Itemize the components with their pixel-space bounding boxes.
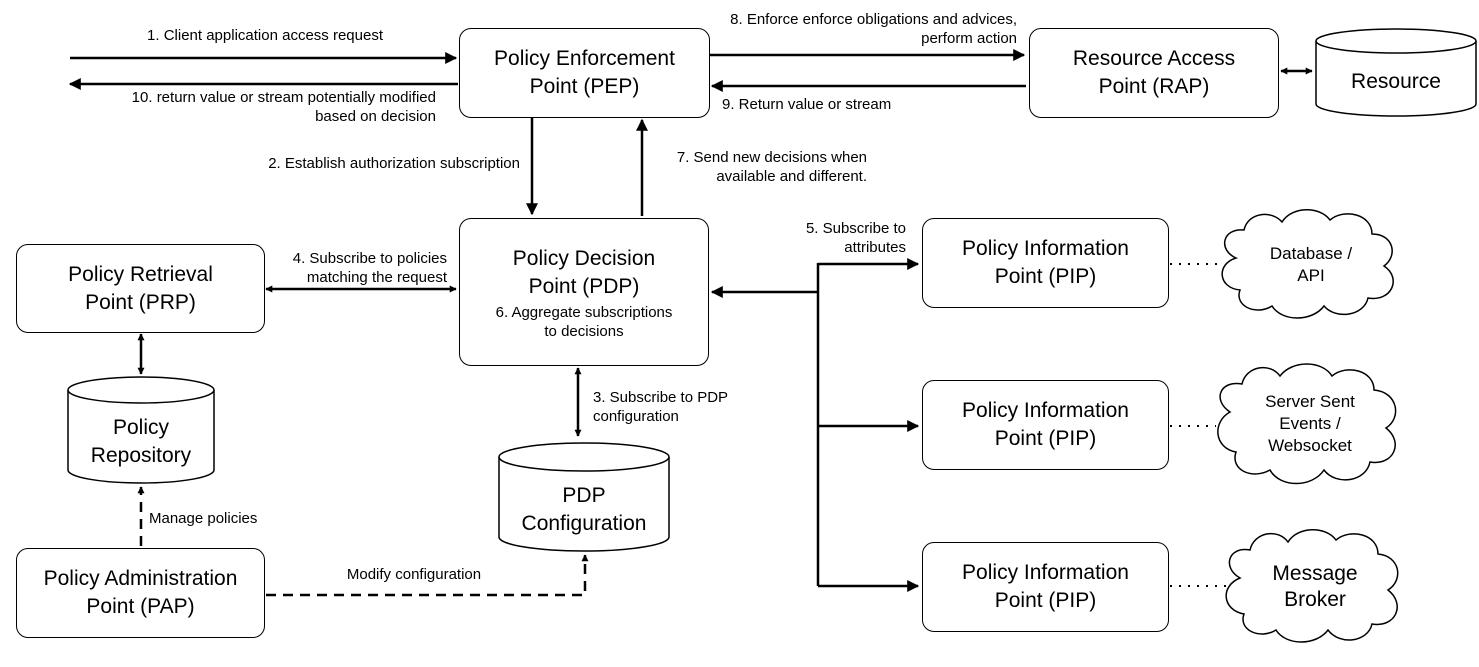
edge-8-label-1: 8. Enforce enforce obligations and advic… <box>730 11 1017 28</box>
rap-label-2: Point (RAP) <box>1098 75 1210 98</box>
server-sent-events-label: Server Sent Events / Websocket <box>1240 391 1380 457</box>
modify-configuration-label: Modify configuration <box>320 565 508 584</box>
pap-box: Policy Administration Point (PAP) <box>16 548 265 638</box>
edge-2-label: 2. Establish authorization subscription <box>200 154 520 173</box>
pip2-box: Policy Information Point (PIP) <box>922 380 1169 470</box>
manage-policies-label: Manage policies <box>149 509 289 528</box>
edge-2-label-1: 2. Establish authorization subscription <box>268 155 520 172</box>
edge-4-label-1: 4. Subscribe to policies <box>292 250 447 267</box>
message-broker-label-1: Message <box>1272 562 1358 585</box>
pip1-label-2: Point (PIP) <box>994 265 1097 288</box>
manage-policies-label-1: Manage policies <box>149 510 258 527</box>
pip3-label-1: Policy Information <box>962 561 1129 584</box>
pdp-label-1: Policy Decision <box>512 247 656 270</box>
edge-7-label-2: available and different. <box>716 168 867 185</box>
edge-10-label-1: 10. return value or stream potentially m… <box>131 89 436 106</box>
server-sent-events-label-3: Websocket <box>1268 436 1352 455</box>
modify-configuration-arrow <box>266 554 589 597</box>
pip3-label-2: Point (PIP) <box>994 589 1097 612</box>
pdp-configuration-label-2: Configuration <box>521 512 647 535</box>
pdp-configuration-cylinder <box>498 442 670 552</box>
message-broker-label-2: Broker <box>1284 588 1346 611</box>
edge-5-label-1: 5. Subscribe to <box>805 220 906 237</box>
policy-repository-label: Policy Repository <box>70 414 212 470</box>
server-sent-events-label-1: Server Sent <box>1265 392 1355 411</box>
edge-3-label-2: configuration <box>593 408 679 425</box>
rap-label-1: Resource Access <box>1072 47 1236 70</box>
message-broker-label: Message Broker <box>1250 561 1380 613</box>
prp-label-1: Policy Retrieval <box>68 262 213 286</box>
pep-box: Policy Enforcement Point (PEP) <box>459 28 710 118</box>
message-broker-cloud <box>1225 529 1399 643</box>
edge-3-label-1: 3. Subscribe to PDP <box>593 389 729 406</box>
edge-3-label: 3. Subscribe to PDP configuration <box>593 388 763 426</box>
pip1-label-1: Policy Information <box>962 237 1129 260</box>
edge-7-label: 7. Send new decisions when available and… <box>655 148 867 186</box>
resource-label-1: Resource <box>1351 70 1441 93</box>
pdp-note-1: 6. Aggregate subscriptions <box>495 304 673 321</box>
edge-9-label: 9. Return value or stream <box>722 95 962 114</box>
database-api-label: Database / API <box>1246 243 1376 287</box>
edge-8-label: 8. Enforce enforce obligations and advic… <box>680 10 1017 48</box>
edge-4-label-2: matching the request <box>306 269 447 286</box>
rap-box: Resource Access Point (RAP) <box>1029 28 1279 118</box>
edge-5-label-2: attributes <box>844 239 906 256</box>
pdp-note-2: to decisions <box>544 323 624 340</box>
pdp-label-2: Point (PDP) <box>528 275 640 298</box>
database-api-label-2: API <box>1297 266 1325 285</box>
pip2-label-1: Policy Information <box>962 399 1129 422</box>
policy-repository-cylinder <box>67 376 215 484</box>
server-sent-events-label-2: Events / <box>1279 414 1341 433</box>
policy-repository-label-1: Policy <box>112 416 170 439</box>
database-api-label-1: Database / <box>1269 244 1353 263</box>
resource-label: Resource <box>1318 68 1474 96</box>
edge-10-label: 10. return value or stream potentially m… <box>70 88 436 126</box>
edge-1-label: 1. Client application access request <box>100 26 430 45</box>
edge-5-label: 5. Subscribe to attributes <box>780 219 906 257</box>
pap-label-2: Point (PAP) <box>86 595 195 618</box>
policy-repository-label-2: Repository <box>90 444 192 467</box>
edge-10-label-2: based on decision <box>315 108 436 125</box>
pdp-configuration-label-1: PDP <box>562 484 606 507</box>
database-api-cloud <box>1221 209 1394 319</box>
pep-label-2: Point (PEP) <box>529 75 640 98</box>
edge-4-label: 4. Subscribe to policies matching the re… <box>262 249 447 287</box>
resource-cylinder <box>1315 28 1477 117</box>
edge-9-label-1: 9. Return value or stream <box>722 96 892 113</box>
edge-8-label-2: perform action <box>921 30 1017 47</box>
pip2-label-2: Point (PIP) <box>994 427 1097 450</box>
modify-configuration-label-1: Modify configuration <box>346 566 482 583</box>
server-sent-events-cloud <box>1217 363 1397 485</box>
prp-box: Policy Retrieval Point (PRP) <box>16 244 265 333</box>
pdp-configuration-label: PDP Configuration <box>500 482 668 538</box>
pep-label-1: Policy Enforcement <box>494 47 675 70</box>
pdp-box: Policy Decision Point (PDP) 6. Aggregate… <box>459 218 709 366</box>
pip1-box: Policy Information Point (PIP) <box>922 218 1169 308</box>
pip3-box: Policy Information Point (PIP) <box>922 542 1169 632</box>
pap-label-1: Policy Administration <box>43 567 238 590</box>
edge-7-label-1: 7. Send new decisions when <box>676 149 867 166</box>
edge-1-label-1: 1. Client application access request <box>147 27 383 44</box>
prp-label-2: Point (PRP) <box>85 290 196 314</box>
